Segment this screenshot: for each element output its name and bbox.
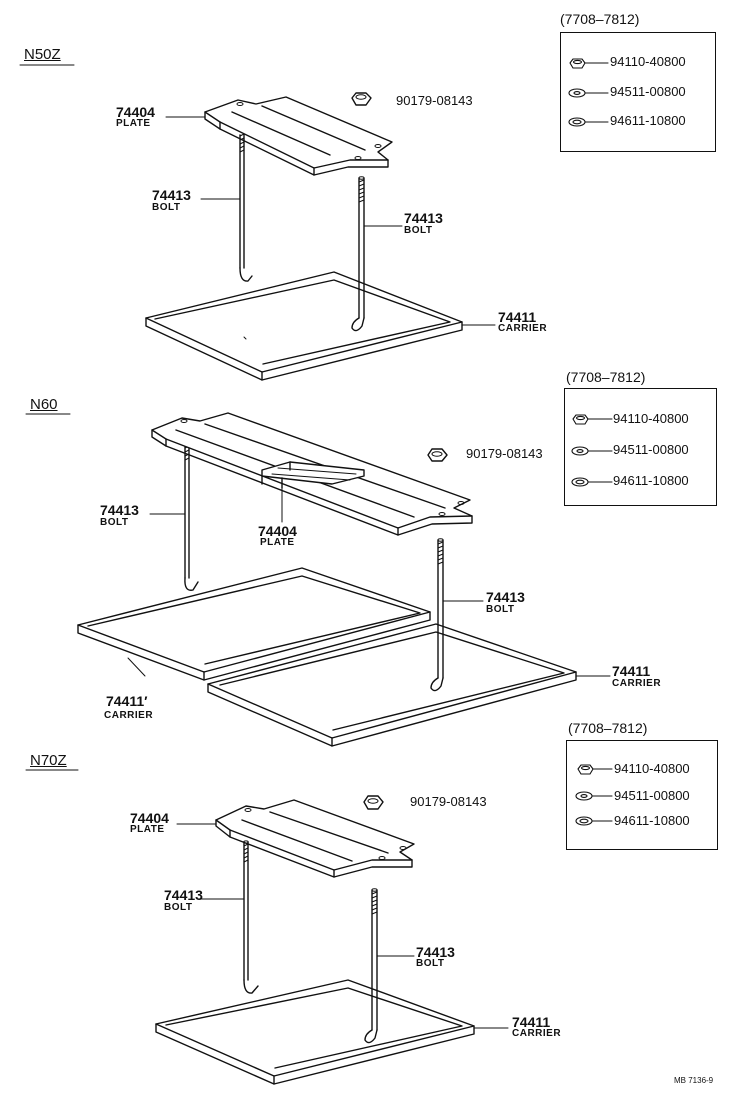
- n70z-hardware-box: [566, 740, 718, 850]
- n60-hardware-icons: [571, 414, 613, 487]
- n60-carrier-tray-left: [77, 567, 431, 681]
- n50z-hardware-part-1: 94110-40800: [610, 54, 686, 69]
- n50z-plate: [204, 96, 393, 176]
- n70z-plate-number: 74404: [130, 810, 169, 826]
- washer-icon: [575, 791, 593, 801]
- n70z-bolt-right: [364, 888, 378, 1044]
- n50z-plate-number: 74404: [116, 104, 155, 120]
- n60-plate: [151, 412, 473, 536]
- n60-range: (7708–7812): [566, 369, 646, 385]
- n60-hardware-part-3: 94611-10800: [613, 473, 689, 488]
- n60-nut-part-number: 90179-08143: [466, 446, 543, 461]
- n50z-bolt-right-name: BOLT: [404, 225, 433, 236]
- n60-bolt-left: [184, 438, 199, 591]
- n70z-hardware-icons: [575, 764, 613, 826]
- n70z-carrier-number: 74411: [512, 1014, 551, 1030]
- n60-carrier-name: CARRIER: [612, 678, 662, 689]
- n50z-range: (7708–7812): [560, 11, 640, 27]
- n60-carrier-number: 74411: [612, 663, 651, 679]
- n60-bolt-left-number: 74413: [100, 502, 139, 518]
- n70z-nut-icon: [363, 795, 384, 810]
- n70z-plate-name: PLATE: [130, 824, 165, 835]
- n60-carrier-alt-name: CARRIER: [104, 710, 154, 721]
- n70z-nut-part-number: 90179-08143: [410, 794, 487, 809]
- washer-icon: [568, 88, 586, 98]
- n70z-bolt-right-name: BOLT: [416, 958, 445, 969]
- n70z-range: (7708–7812): [568, 720, 648, 736]
- n50z-bolt-right: [351, 176, 365, 332]
- n60-hardware-part-2: 94511-00800: [613, 442, 689, 457]
- n70z-plate: [215, 799, 415, 878]
- n60-bolt-right: [430, 538, 444, 692]
- n50z-carrier-name: CARRIER: [498, 323, 548, 334]
- n50z-carrier-tray: [145, 271, 463, 381]
- section-title-n60: N60: [30, 396, 58, 413]
- section-title-n50z: N50Z: [24, 46, 61, 63]
- n50z-bolt-left-name: BOLT: [152, 202, 181, 213]
- n60-plate-number: 74404: [258, 523, 297, 539]
- n50z-nut-icon: [351, 92, 372, 106]
- spring-washer-icon: [575, 816, 593, 826]
- n50z-bolt-right-number: 74413: [404, 210, 443, 226]
- n50z-bolt-left-number: 74413: [152, 187, 191, 203]
- n70z-bolt-left: [243, 840, 259, 994]
- n60-bolt-left-name: BOLT: [100, 517, 129, 528]
- n60-bolt-right-number: 74413: [486, 589, 525, 605]
- n70z-hardware-part-2: 94511-00800: [614, 788, 690, 803]
- n50z-nut-part-number: 90179-08143: [396, 93, 473, 108]
- n60-bolt-right-name: BOLT: [486, 604, 515, 615]
- section-title-n70z: N70Z: [30, 752, 67, 769]
- n50z-bolt-left: [239, 133, 253, 282]
- n60-nut-icon: [427, 448, 448, 462]
- n60-carrier-tray-right: [207, 623, 577, 747]
- n70z-carrier-name: CARRIER: [512, 1028, 562, 1039]
- n50z-hardware-part-3: 94611-10800: [610, 113, 686, 128]
- drawing-reference: MB 7136-9: [674, 1076, 714, 1085]
- n50z-plate-name: PLATE: [116, 118, 151, 129]
- n60-hardware-box: [564, 388, 717, 506]
- n70z-hardware-part-1: 94110-40800: [614, 761, 690, 776]
- n70z-bolt-left-number: 74413: [164, 887, 203, 903]
- n70z-bolt-left-name: BOLT: [164, 902, 193, 913]
- n50z-hardware-box: [560, 32, 716, 152]
- n70z-bolt-right-number: 74413: [416, 944, 455, 960]
- n50z-carrier-number: 74411: [498, 309, 537, 325]
- n70z-hardware-part-3: 94611-10800: [614, 813, 690, 828]
- n60-carrier-alt-number: 74411′: [106, 693, 148, 709]
- n60-plate-name: PLATE: [260, 537, 295, 548]
- n50z-hardware-part-2: 94511-00800: [610, 84, 686, 99]
- n50z-hardware-icons: [568, 58, 609, 127]
- n70z-carrier-tray: [155, 979, 475, 1085]
- n60-hardware-part-1: 94110-40800: [613, 411, 689, 426]
